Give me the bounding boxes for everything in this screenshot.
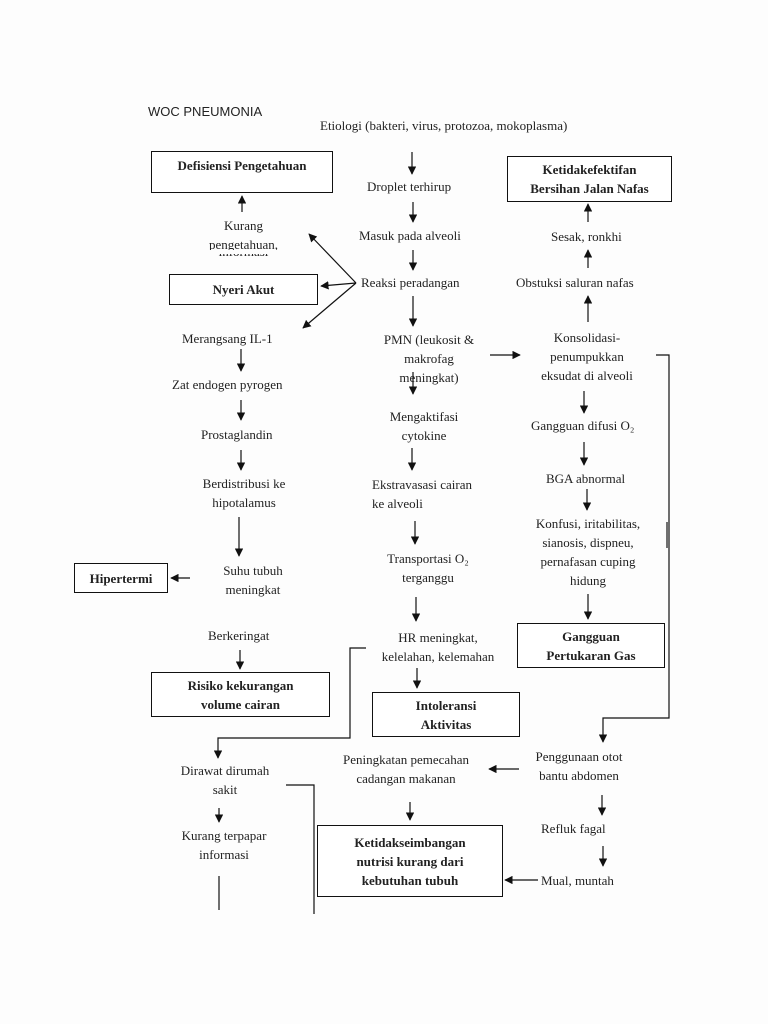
hipertermi-box: Hipertermi bbox=[74, 563, 168, 593]
kurang-line-3: informasi bbox=[196, 254, 291, 261]
intoleransi-line-1: Intoleransi bbox=[415, 697, 477, 713]
penggunaan-line-2: bantu abdomen bbox=[539, 768, 619, 783]
bga-node: BGA abnormal bbox=[546, 471, 626, 486]
konfusi-line-3: pernafasan cuping bbox=[540, 554, 636, 569]
suhu-line-1: Suhu tubuh bbox=[223, 563, 283, 578]
transportasi-line-2: terganggu bbox=[402, 570, 454, 585]
berdistribusi-line-1: Berdistribusi ke bbox=[202, 476, 286, 491]
ketidakefektifan-line-1: Ketidakefektifan bbox=[542, 162, 637, 177]
etiologi-label: Etiologi (bakteri, virus, protozoa, moko… bbox=[320, 118, 568, 133]
risiko-kekurangan-box: Risiko kekurangan volume cairan bbox=[151, 672, 330, 717]
gangguan-difusi-node: Gangguan difusi O₂ bbox=[531, 418, 635, 433]
ekstravasasi-node: Ekstravasasi cairan ke alveoli bbox=[372, 475, 472, 513]
ketidakefektifan-box: Ketidakefektifan Bersihan Jalan Nafas bbox=[507, 156, 672, 202]
mengaktifasi-node: Mengaktifasi cytokine bbox=[386, 407, 462, 445]
kurang-terpapar-line-1: Kurang terpapar bbox=[181, 828, 267, 843]
intoleransi-aktivitas-box: Intoleransi Aktivitas bbox=[372, 692, 520, 737]
transportasi-node: Transportasi O₂ terganggu bbox=[380, 549, 476, 587]
transportasi-line-1: Transportasi O₂ bbox=[387, 551, 469, 566]
arrow-konsolidasi-penggunaan bbox=[598, 354, 670, 743]
page-title: WOC PNEUMONIA bbox=[148, 104, 263, 119]
risiko-line-2: volume cairan bbox=[200, 696, 281, 712]
mengaktifasi-line-2: cytokine bbox=[401, 428, 447, 443]
ketidakseimbangan-line-2: nutrisi kurang dari bbox=[356, 853, 464, 869]
masuk-alveoli-node: Masuk pada alveoli bbox=[359, 228, 461, 243]
sesak-node: Sesak, ronkhi bbox=[551, 229, 622, 244]
droplet-node: Droplet terhirup bbox=[367, 179, 452, 194]
konfusi-line-4: hidung bbox=[569, 573, 607, 588]
gangguan-pertukaran-line-1: Gangguan bbox=[562, 628, 620, 644]
ketidakseimbangan-nutrisi-box: Ketidakseimbangan nutrisi kurang dari ke… bbox=[317, 825, 503, 897]
suhu-tubuh-node: Suhu tubuh meningkat bbox=[214, 561, 292, 599]
ketidakseimbangan-line-3: kebutuhan tubuh bbox=[361, 872, 459, 888]
arrow-reaksi-merangsang bbox=[302, 282, 357, 329]
konfusi-line-1: Konfusi, iritabilitas, bbox=[535, 516, 641, 531]
arrow-hr-dirawat bbox=[213, 647, 366, 759]
arrow-reaksi-nyeri bbox=[320, 281, 357, 290]
refluk-node: Refluk fagal bbox=[541, 821, 606, 836]
peningkatan-node: Peningkatan pemecahan cadangan makanan bbox=[328, 750, 484, 788]
obstuksi-node: Obstuksi saluran nafas bbox=[516, 275, 634, 290]
pmn-line-1: PMN (leukosit & bbox=[383, 332, 475, 347]
ketidakseimbangan-line-1: Ketidakseimbangan bbox=[354, 834, 466, 850]
kurang-terpapar-line-2: informasi bbox=[199, 847, 249, 862]
konsolidasi-node: Konsolidasi- penumpukkan eksudat di alve… bbox=[528, 328, 646, 385]
prostaglandin-node: Prostaglandin bbox=[201, 427, 273, 442]
ekstravasasi-line-1: Ekstravasasi cairan bbox=[372, 477, 472, 492]
konsolidasi-line-2: penumpukkan bbox=[550, 349, 624, 364]
dirawat-node: Dirawat dirumah sakit bbox=[170, 761, 280, 799]
kurang-line-3-clipped: informasi bbox=[196, 254, 291, 262]
merangsang-node: Merangsang IL-1 bbox=[182, 331, 273, 346]
konfusi-line-2: sianosis, dispneu, bbox=[542, 535, 634, 550]
kurang-line-2: pengetahuan, bbox=[209, 237, 278, 250]
mual-node: Mual, muntah bbox=[541, 873, 614, 888]
kurang-terpapar-node: Kurang terpapar informasi bbox=[171, 826, 277, 864]
hr-line-2: kelelahan, kelemahan bbox=[381, 649, 495, 664]
reaksi-peradangan-node: Reaksi peradangan bbox=[361, 275, 460, 290]
penggunaan-node: Penggunaan otot bantu abdomen bbox=[524, 747, 634, 785]
pmn-line-2: makrofag bbox=[404, 351, 454, 366]
kurang-pengetahuan-node: Kurang pengetahuan, bbox=[196, 216, 291, 250]
konsolidasi-line-3: eksudat di alveoli bbox=[541, 368, 633, 383]
berdistribusi-node: Berdistribusi ke hipotalamus bbox=[194, 474, 294, 512]
zat-endogen-node: Zat endogen pyrogen bbox=[172, 377, 283, 392]
defisiensi-label: Defisiensi Pengetahuan bbox=[177, 158, 307, 173]
intoleransi-line-2: Aktivitas bbox=[420, 716, 472, 732]
hr-node: HR meningkat, kelelahan, kelemahan bbox=[372, 628, 504, 666]
nyeri-label: Nyeri Akut bbox=[212, 282, 275, 297]
dirawat-line-1: Dirawat dirumah bbox=[180, 763, 270, 778]
berdistribusi-line-2: hipotalamus bbox=[212, 495, 276, 510]
pmn-line-3: meningkat) bbox=[399, 370, 459, 385]
pmn-node: PMN (leukosit & makrofag meningkat) bbox=[370, 330, 488, 387]
peningkatan-line-2: cadangan makanan bbox=[356, 771, 456, 786]
gangguan-pertukaran-box: Gangguan Pertukaran Gas bbox=[517, 623, 665, 668]
line-dirawat-nutrisi bbox=[286, 784, 315, 914]
hipertermi-label: Hipertermi bbox=[89, 570, 153, 586]
risiko-line-1: Risiko kekurangan bbox=[187, 677, 294, 693]
dirawat-line-2: sakit bbox=[212, 782, 238, 797]
defisiensi-pengetahuan-box: Defisiensi Pengetahuan bbox=[151, 151, 333, 193]
konfusi-node: Konfusi, iritabilitas, sianosis, dispneu… bbox=[522, 514, 654, 590]
berkeringat-node: Berkeringat bbox=[208, 628, 270, 643]
kurang-line-1: Kurang bbox=[224, 218, 263, 233]
mengaktifasi-line-1: Mengaktifasi bbox=[389, 409, 459, 424]
hr-line-1: HR meningkat, bbox=[398, 630, 478, 645]
ketidakefektifan-line-2: Bersihan Jalan Nafas bbox=[530, 181, 649, 196]
arrow-reaksi-kurang bbox=[308, 233, 357, 284]
peningkatan-line-1: Peningkatan pemecahan bbox=[343, 752, 469, 767]
nyeri-akut-box: Nyeri Akut bbox=[169, 274, 318, 305]
penggunaan-line-1: Penggunaan otot bbox=[535, 749, 623, 764]
konsolidasi-line-1: Konsolidasi- bbox=[553, 330, 621, 345]
suhu-line-2: meningkat bbox=[225, 582, 281, 597]
ekstravasasi-line-2: ke alveoli bbox=[372, 496, 423, 511]
gangguan-pertukaran-line-2: Pertukaran Gas bbox=[546, 647, 636, 663]
